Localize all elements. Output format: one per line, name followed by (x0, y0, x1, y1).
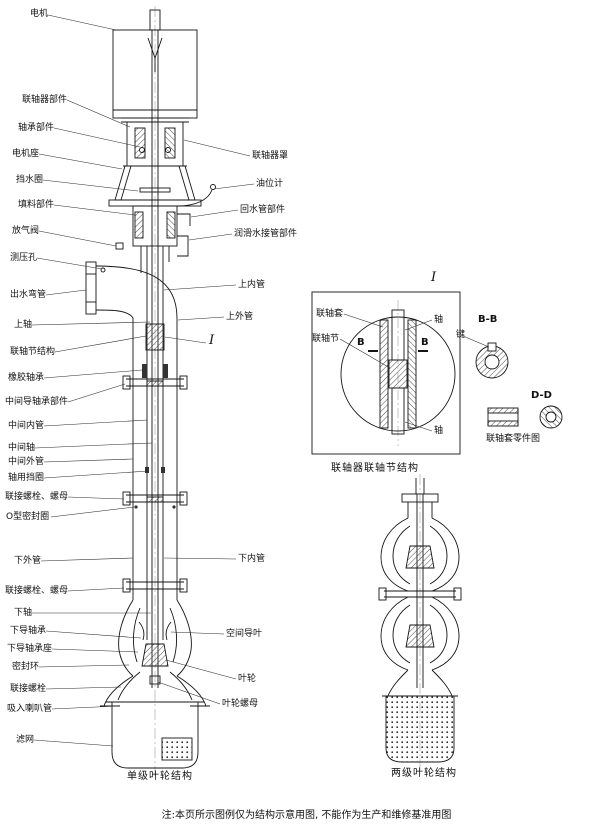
label-seal-ring: 密封环 (12, 662, 40, 672)
label-strainer: 滤网 (16, 735, 35, 745)
label-shaft-coupling-structure: 联轴节结构 (10, 347, 56, 357)
label-impeller-nut: 叶轮螺母 (222, 699, 259, 709)
label-oil-level-gauge: 油位计 (256, 179, 284, 189)
section-marker-b-right: B (421, 337, 429, 348)
label-lower-shaft: 下轴 (14, 608, 33, 618)
label-shaft-top: 轴 (434, 315, 444, 325)
label-coupling-cover: 联轴器罩 (252, 151, 289, 161)
section-label-dd: D-D (531, 390, 552, 401)
caption-sleeve-parts: 联轴套零件图 (486, 434, 541, 444)
main-pump-drawing (85, 6, 216, 776)
label-shaft-retaining-ring: 轴用挡圈 (8, 473, 45, 483)
label-shaft-bottom: 轴 (434, 426, 444, 436)
detail-marker-main: I (209, 333, 215, 348)
label-intermediate-inner-pipe: 中间内管 (8, 421, 45, 431)
two-stage-drawing (378, 474, 462, 774)
leader-lines (31, 14, 490, 747)
label-space-guide-vane: 空间导叶 (226, 629, 263, 639)
label-key: 键 (456, 330, 466, 340)
label-intermediate-shaft: 中间轴 (8, 443, 36, 453)
label-return-pipe-assembly: 回水管部件 (240, 205, 286, 215)
label-o-ring-seal: O型密封圈 (6, 512, 50, 522)
label-upper-shaft: 上轴 (14, 320, 33, 330)
caption-detail-view: 联轴器联轴节结构 (331, 463, 419, 474)
label-rubber-bearing: 橡胶轴承 (8, 373, 45, 383)
label-connecting-bolts-nuts-lower: 联接螺栓、螺母 (5, 586, 69, 596)
section-label-bb: B-B (478, 314, 498, 325)
detail-marker-top: I (431, 270, 437, 285)
label-impeller: 叶轮 (238, 674, 257, 684)
label-lubrication-pipe-assembly: 润滑水接管部件 (234, 229, 298, 239)
page-note: 注:本页所示图例仅为结构示意用图, 不能作为生产和维修基准用图 (161, 810, 452, 821)
label-lower-guide-bearing: 下导轴承 (10, 626, 47, 636)
label-coupling-joint: 联轴节 (312, 334, 340, 344)
label-lower-inner-pipe: 下内管 (238, 554, 266, 564)
label-coupling-assembly: 联轴器部件 (22, 95, 68, 105)
label-coupling-sleeve: 联轴套 (316, 309, 344, 319)
label-motor: 电机 (30, 9, 49, 19)
label-discharge-elbow: 出水弯管 (10, 290, 47, 300)
label-air-vent: 放气阀 (12, 226, 40, 236)
label-water-slinger: 挡水圈 (16, 175, 44, 185)
label-connecting-bolts: 联接螺栓 (10, 684, 47, 694)
label-suction-bell: 吸入喇叭管 (7, 704, 53, 714)
label-upper-inner-pipe: 上内管 (238, 280, 266, 290)
label-motor-stand: 电机座 (12, 149, 40, 159)
caption-two-stage: 两级叶轮结构 (391, 768, 457, 779)
section-marker-b-left: B (357, 337, 365, 348)
label-packing-assembly: 填料部件 (18, 200, 55, 210)
caption-single-stage: 单级叶轮结构 (127, 771, 193, 782)
label-upper-outer-pipe: 上外管 (226, 312, 254, 322)
label-pressure-tap: 测压孔 (10, 253, 38, 263)
label-intermediate-outer-pipe: 中间外管 (8, 457, 45, 467)
label-lower-guide-bearing-seat: 下导轴承座 (7, 644, 53, 654)
label-bearing-assembly: 轴承部件 (18, 123, 55, 133)
label-connecting-bolts-nuts-upper: 联接螺栓、螺母 (5, 492, 69, 502)
label-lower-outer-pipe: 下外管 (14, 556, 42, 566)
label-intermediate-guide-bearing: 中间导轴承部件 (5, 397, 69, 407)
detail-drawing (311, 291, 563, 455)
